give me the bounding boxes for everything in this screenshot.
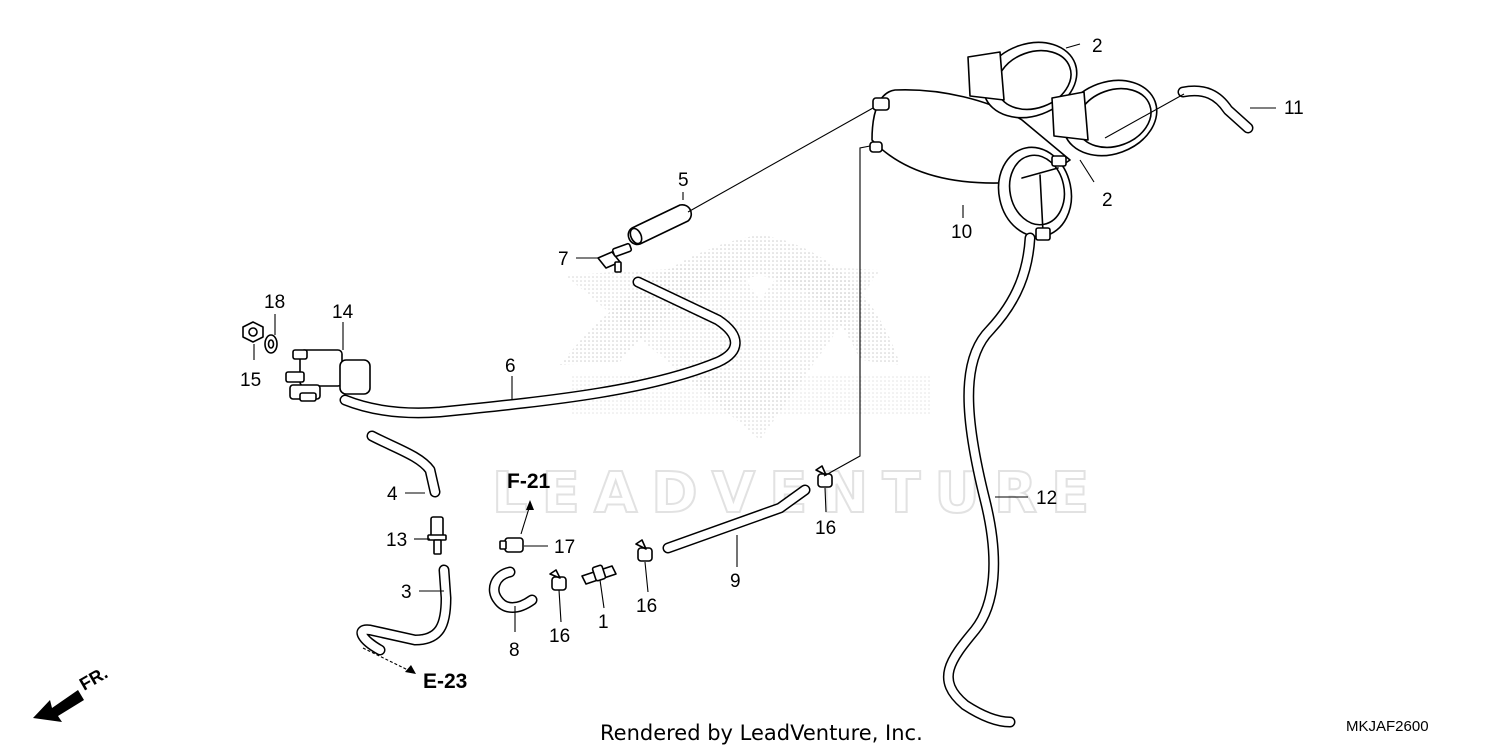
callout-9: 9 <box>730 571 741 592</box>
clip-16-c-part <box>815 465 833 488</box>
clip-16-b-part <box>635 539 653 562</box>
tube-11 <box>1177 85 1254 134</box>
tube-3 <box>356 564 452 656</box>
washer-18-part <box>264 334 278 354</box>
callout-2-lower: 2 <box>1102 190 1113 211</box>
clip-16-a-part <box>549 569 567 591</box>
tube-12 <box>942 232 1036 728</box>
callout-8: 8 <box>509 640 520 661</box>
reference-e23[interactable]: E-23 <box>423 670 467 693</box>
tube-5-part <box>627 204 692 246</box>
joint-13-part <box>427 516 447 555</box>
callout-13: 13 <box>386 530 407 551</box>
tube-8 <box>488 566 538 613</box>
pipe-1-part <box>581 564 617 585</box>
joint-7-part <box>597 242 633 273</box>
front-label: FR. <box>76 663 111 695</box>
callout-16-a: 16 <box>549 626 570 647</box>
callout-12: 12 <box>1036 488 1057 509</box>
strap-lower-part <box>1051 79 1158 157</box>
callout-16-b: 16 <box>636 596 657 617</box>
tube-9 <box>662 484 811 554</box>
reference-f21[interactable]: F-21 <box>507 470 551 493</box>
tube-6 <box>339 276 741 419</box>
callout-16-c: 16 <box>815 518 836 539</box>
callout-1: 1 <box>598 612 609 633</box>
front-arrow-icon <box>33 690 84 722</box>
callout-17: 17 <box>554 537 575 558</box>
callout-7: 7 <box>558 249 569 270</box>
callout-11: 11 <box>1284 98 1304 119</box>
callout-3: 3 <box>401 582 412 603</box>
callout-18: 18 <box>264 292 285 313</box>
nut-15-part <box>242 321 264 343</box>
leader-lines <box>253 43 1276 674</box>
callout-10: 10 <box>951 222 972 243</box>
footer-credit: Rendered by LeadVenture, Inc. <box>600 721 923 745</box>
callout-4: 4 <box>387 484 398 505</box>
strap-upper-part <box>967 41 1078 119</box>
canister-part <box>869 88 1073 241</box>
diagram-code: MKJAF2600 <box>1346 718 1429 735</box>
solenoid-valve-14-part <box>285 349 371 402</box>
callout-6: 6 <box>505 356 516 377</box>
callout-2-upper: 2 <box>1092 36 1103 57</box>
clip-17-part <box>499 537 524 553</box>
callout-14: 14 <box>332 302 354 323</box>
tube-4 <box>366 430 441 498</box>
callout-5: 5 <box>678 170 689 191</box>
callout-15: 15 <box>240 370 261 391</box>
